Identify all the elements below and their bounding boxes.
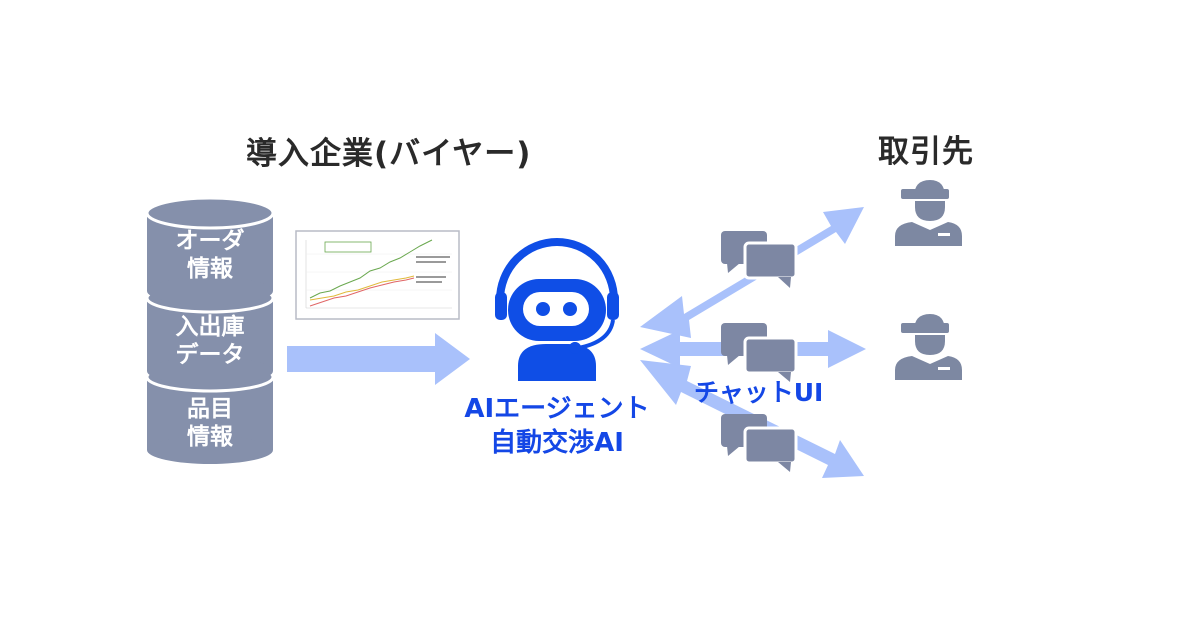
chat-ui-label: チャットUI (694, 378, 824, 407)
buyer-title: 導入企業(バイヤー) (246, 136, 532, 172)
chart-thumbnail (295, 230, 460, 320)
database-label-line: 情報 (187, 424, 233, 450)
database-label-inventory: 入出庫 データ (147, 313, 273, 369)
database-label-line: 入出庫 (175, 314, 245, 340)
database-icon (145, 196, 275, 464)
chat-bubble-icon (721, 414, 798, 472)
arrow-supplier-top (640, 207, 864, 338)
person-icon (895, 314, 962, 380)
database-label-line: 情報 (187, 256, 233, 282)
robot-icon (495, 238, 619, 381)
database-label-line: データ (175, 342, 245, 368)
agent-label-line2: 自動交渉AI (490, 428, 624, 458)
database-label-line: オーダ (175, 228, 245, 254)
flow-arrow-to-agent (287, 333, 470, 385)
agent-label: AIエージェント 自動交渉AI (427, 392, 687, 460)
database-label-line: 品目 (187, 396, 233, 422)
database-label-item: 品目 情報 (147, 395, 273, 451)
person-icon (895, 180, 962, 246)
database-label-order: オーダ 情報 (147, 227, 273, 283)
supplier-title: 取引先 (878, 134, 974, 170)
chat-bubble-icon (721, 323, 798, 382)
chat-bubble-icon (721, 231, 798, 288)
agent-label-line1: AIエージェント (464, 394, 650, 424)
